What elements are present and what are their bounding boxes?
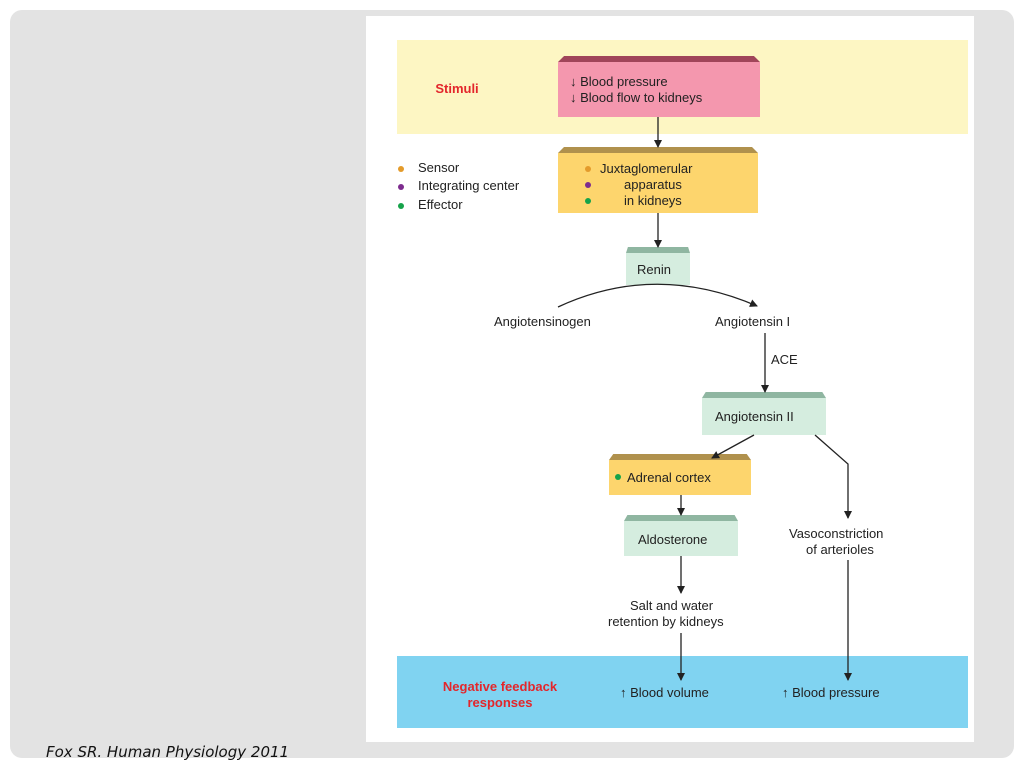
blood-pressure-response: ↑ Blood pressure	[782, 685, 880, 700]
angiotensin-i-label: Angiotensin I	[715, 314, 791, 329]
juxtaglomerular-box: Juxtaglomerular apparatus in kidneys	[558, 147, 758, 213]
arrow-angiotensin-ii-to-adrenal	[711, 434, 755, 459]
jga-line-2: apparatus	[624, 177, 682, 192]
integrating-dot-icon	[398, 183, 404, 190]
stimuli-line-blood-flow: ↓ Blood flow to kidneys	[570, 90, 703, 105]
arrow-angiotensin-ii-to-vasoconstriction	[814, 434, 852, 519]
jga-line-1: Juxtaglomerular	[600, 161, 693, 176]
citation-text: Fox SR. Human Physiology 2011	[46, 743, 290, 761]
feedback-band	[397, 656, 968, 728]
angiotensin-ii-label: Angiotensin II	[715, 409, 794, 424]
stimuli-line-blood-pressure: ↓ Blood pressure	[570, 74, 668, 89]
arrow-angiotensinogen-to-angiotensin-i	[557, 283, 758, 308]
salt-water-line-2: retention by kidneys	[608, 614, 724, 629]
effector-dot-icon	[398, 202, 404, 209]
angiotensin-ii-box: Angiotensin II	[702, 392, 826, 435]
effector-dot-icon	[615, 474, 621, 480]
angiotensinogen-label: Angiotensinogen	[494, 314, 591, 329]
negative-feedback-label: Negative feedback responses	[442, 679, 558, 710]
renin-label: Renin	[637, 262, 671, 277]
stimuli-box: ↓ Blood pressure ↓ Blood flow to kidneys	[558, 56, 760, 117]
adrenal-cortex-box: Adrenal cortex	[609, 454, 751, 495]
sensor-dot-icon	[585, 166, 591, 172]
legend-integrating-center: Integrating center	[398, 178, 519, 193]
adrenal-cortex-label: Adrenal cortex	[627, 470, 711, 485]
sensor-dot-icon	[398, 165, 404, 172]
salt-water-line-1: Salt and water	[630, 598, 714, 613]
aldosterone-label: Aldosterone	[638, 532, 708, 547]
figure-panel	[366, 16, 974, 742]
aldosterone-box: Aldosterone	[624, 515, 738, 556]
blood-volume-response: ↑ Blood volume	[620, 685, 709, 700]
vasoconstriction-line-2: of arterioles	[806, 542, 874, 557]
integrating-dot-icon	[585, 182, 591, 188]
renin-box: Renin	[626, 247, 690, 285]
stimuli-label: Stimuli	[435, 81, 479, 96]
jga-line-3: in kidneys	[624, 193, 682, 208]
legend-effector: Effector	[398, 197, 463, 212]
ace-label: ACE	[771, 352, 798, 367]
vasoconstriction-line-1: Vasoconstriction	[789, 526, 884, 541]
effector-dot-icon	[585, 198, 591, 204]
legend-sensor: Sensor	[398, 160, 459, 175]
